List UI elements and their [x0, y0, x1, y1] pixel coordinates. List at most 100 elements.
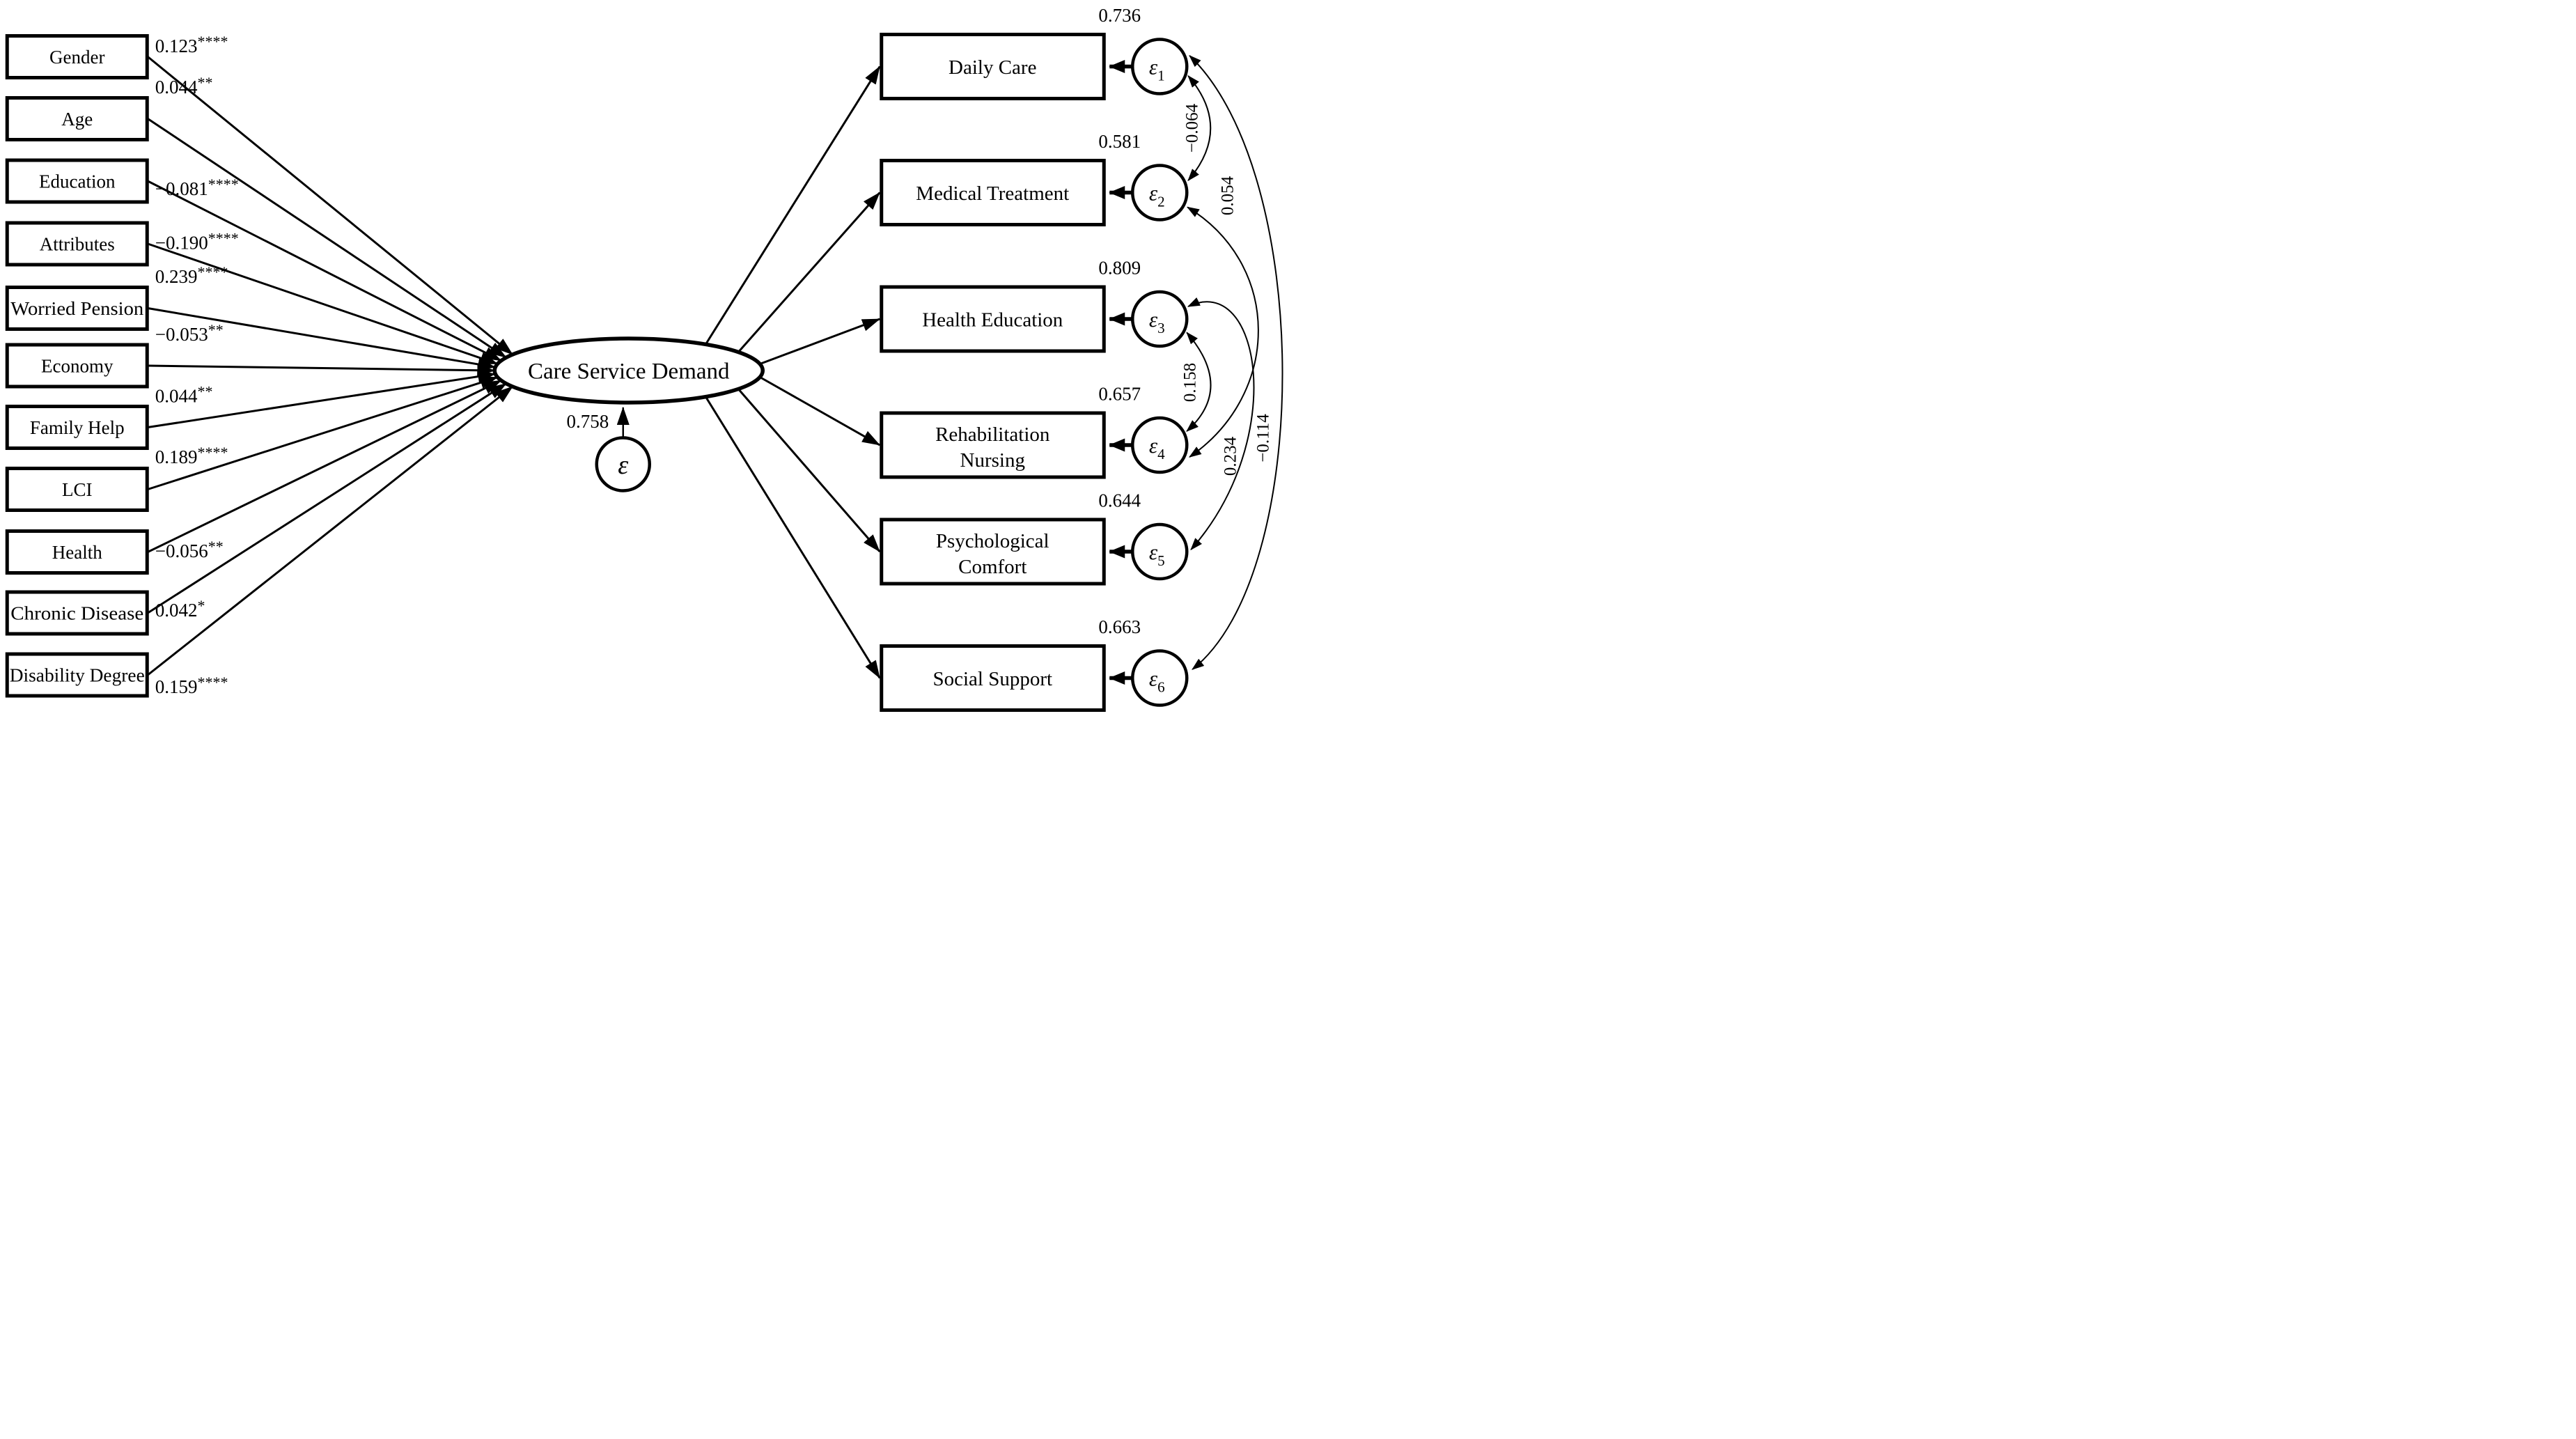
outcome-label-psychological-comfort-line1: Psychological — [936, 530, 1049, 552]
error-subscript: 3 — [1157, 320, 1165, 336]
path-economy-to-latent — [148, 364, 496, 377]
error-symbol: ε — [1149, 540, 1158, 564]
cov-arc-e2-e4 — [1186, 206, 1259, 458]
coef-label-family-help: 0.044** — [155, 383, 213, 407]
predictor-box-lci — [5, 467, 149, 512]
loading-value-health-education: 0.809 — [1098, 258, 1141, 279]
predictor-box-worried-pension — [5, 286, 149, 331]
coef-label-disability-degree: 0.159**** — [155, 674, 228, 697]
cov-label-e3-e5: 0.234 — [1221, 436, 1240, 476]
error-symbol: ε — [1149, 55, 1158, 79]
coef-label-health: −0.056** — [155, 538, 224, 561]
predictor-box-education — [5, 158, 149, 204]
sem-path-diagram: Care Service Demand ε 0.758 Gender 0.123… — [0, 0, 1288, 720]
coef-value: −0.190 — [155, 233, 208, 254]
coef-label-worried-pension: 0.239**** — [155, 263, 228, 287]
outcome-box-rehabilitation-nursing — [880, 411, 1106, 479]
cov-label-e1-e2: −0.064 — [1182, 103, 1201, 153]
cov-arc-e3-e5 — [1187, 297, 1255, 551]
error-label-e2: ε2 — [1149, 181, 1165, 210]
cov-label-e1-e6: −0.114 — [1254, 414, 1272, 462]
predictor-label-lci: LCI — [62, 479, 93, 500]
error-circle-e5 — [1131, 522, 1189, 581]
path-disability-degree-to-latent — [147, 385, 513, 676]
path-education-to-latent — [147, 180, 502, 362]
predictor-box-family-help — [5, 405, 149, 450]
predictor-box-age — [5, 96, 149, 141]
error-circle-e2 — [1131, 164, 1189, 221]
path-health-to-latent — [147, 379, 502, 553]
outcome-box-daily-care — [880, 33, 1106, 100]
cov-label-e2-e4: 0.054 — [1218, 176, 1237, 215]
predictor-label-worried-pension: Worried Pension — [10, 298, 144, 319]
predictor-label-education: Education — [39, 171, 116, 192]
coef-value: −0.053 — [155, 324, 208, 345]
predictor-box-attributes — [5, 221, 149, 267]
predictor-label-economy: Economy — [41, 356, 114, 377]
outcome-box-psychological-comfort — [880, 518, 1106, 586]
coef-label-education: −0.081**** — [155, 176, 239, 199]
coef-stars: **** — [208, 176, 239, 193]
error-symbol: ε — [1149, 433, 1158, 458]
path-gender-to-latent — [147, 56, 513, 356]
coef-stars: ** — [208, 321, 224, 339]
outcome-label-health-education: Health Education — [922, 309, 1063, 332]
covariance-arcs: −0.064 0.054 0.158 0.234 −0.114 — [1180, 54, 1283, 670]
outcome-box-social-support — [880, 644, 1106, 712]
error-symbol: ε — [1149, 181, 1158, 205]
error-label-e4: ε4 — [1149, 433, 1165, 462]
path-family-help-to-latent — [148, 370, 497, 428]
path-latent-to-social-support — [704, 396, 881, 679]
coef-value: 0.044 — [155, 77, 198, 98]
cov-arc-e1-e6 — [1189, 54, 1283, 670]
path-chronic-disease-to-latent — [147, 382, 507, 614]
loading-value-psychological-comfort: 0.644 — [1098, 490, 1141, 511]
coef-value: 0.189 — [155, 446, 198, 467]
path-age-to-latent — [147, 118, 507, 359]
outcome-label-social-support: Social Support — [932, 668, 1052, 690]
error-label-e1: ε1 — [1149, 55, 1165, 84]
loading-value-medical-treatment: 0.581 — [1098, 131, 1141, 152]
coef-value: 0.159 — [155, 676, 198, 697]
coef-stars: * — [198, 597, 205, 614]
coef-stars: ** — [198, 74, 213, 91]
coef-stars: ** — [208, 538, 224, 555]
residual-symbol: ε — [618, 451, 628, 480]
loading-value-social-support: 0.663 — [1098, 616, 1141, 637]
predictor-label-gender: Gender — [49, 47, 104, 68]
cov-label-e3-e4: 0.158 — [1180, 363, 1199, 402]
error-circle-e6 — [1131, 649, 1189, 707]
path-attributes-to-latent — [147, 242, 499, 365]
loading-value-daily-care: 0.736 — [1098, 5, 1141, 26]
path-latent-to-medical-treatment — [737, 192, 881, 353]
coef-stars: **** — [198, 33, 228, 50]
predictor-box-gender — [5, 34, 149, 79]
error-subscript: 2 — [1157, 194, 1165, 210]
path-lci-to-latent — [147, 376, 499, 490]
predictor-box-economy — [5, 343, 149, 389]
outcome-label-daily-care: Daily Care — [949, 56, 1036, 79]
coef-value: 0.044 — [155, 386, 198, 407]
outcome-box-health-education — [880, 285, 1106, 353]
outcome-label-psychological-comfort-line2: Comfort — [958, 556, 1027, 578]
predictor-label-attributes: Attributes — [40, 234, 115, 255]
predictor-box-health — [5, 529, 149, 575]
residual-value: 0.758 — [567, 411, 609, 432]
path-latent-to-rehabilitation-nursing — [759, 376, 881, 446]
coef-label-attributes: −0.190**** — [155, 230, 239, 254]
residual-circle — [595, 436, 651, 492]
latent-residual: ε 0.758 — [567, 407, 651, 492]
error-symbol: ε — [1149, 307, 1158, 332]
predictor-paths — [147, 56, 513, 676]
outcome-label-medical-treatment: Medical Treatment — [916, 182, 1069, 205]
coef-stars: **** — [208, 230, 239, 247]
error-subscript: 1 — [1157, 68, 1165, 84]
error-label-e3: ε3 — [1149, 307, 1165, 336]
error-circle-e1 — [1131, 38, 1189, 95]
loading-value-rehabilitation-nursing: 0.657 — [1098, 384, 1141, 405]
predictor-label-family-help: Family Help — [30, 417, 125, 438]
coef-value: 0.239 — [155, 266, 198, 287]
coef-value: −0.081 — [155, 178, 208, 199]
latent-label: Care Service Demand — [528, 359, 730, 384]
error-label-e6: ε6 — [1149, 667, 1165, 696]
